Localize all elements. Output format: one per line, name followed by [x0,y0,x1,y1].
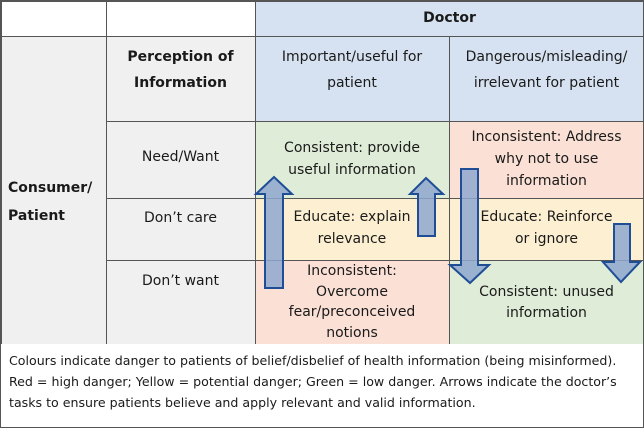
cell-dontwant-dangerous: Consistent: unused information [449,260,644,344]
column-header-dangerous: Dangerous/misleading/ irrelevant for pat… [449,36,644,121]
cell-dontcare-dangerous: Educate: Reinforce or ignore [449,198,644,260]
grid-v-106 [106,0,108,344]
grid-v-449 [449,36,451,344]
grid-border-left [0,0,2,428]
row-label-dont-want: Don’t want [106,260,255,344]
corner-cell-empty [0,0,106,36]
column-header-important: Important/useful for patient [255,36,449,121]
grid-h-36 [0,36,644,38]
corner-cell-empty-2 [106,0,255,36]
row-label-need-want: Need/Want [106,121,255,198]
grid-h-121 [106,121,644,123]
cell-dontcare-important: Educate: explain relevance [255,198,449,260]
grid-border-right [642,0,644,428]
cell-dontwant-important: Inconsistent: Overcome fear/preconceived… [255,260,449,344]
footer-caption: Colours indicate danger to patients of b… [0,344,644,428]
perception-header: Perception of Information [106,36,255,121]
grid-h-260 [106,260,644,262]
cell-need-important: Consistent: provide useful information [255,121,449,198]
row-label-dont-care: Don’t care [106,198,255,260]
consumer-patient-label: Consumer/ Patient [0,36,106,344]
cell-need-dangerous: Inconsistent: Address why not to use inf… [449,121,644,198]
grid-border-top [0,0,644,2]
doctor-header: Doctor [255,0,644,36]
grid-v-255 [255,0,257,344]
grid-h-198 [106,198,644,200]
